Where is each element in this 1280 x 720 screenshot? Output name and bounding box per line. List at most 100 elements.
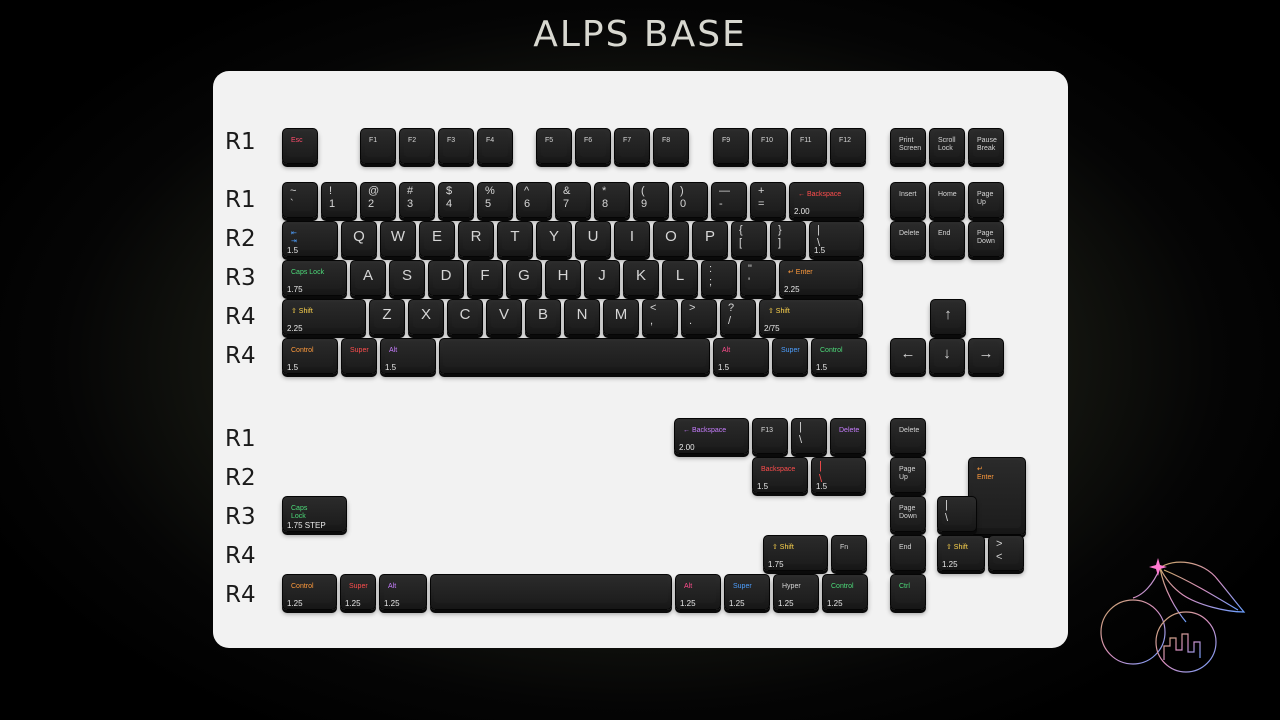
keycap-legend: Super [350, 347, 369, 354]
row-label: R1 [225, 187, 256, 213]
keycap: V [486, 299, 522, 335]
keycap-legend: # 3 [407, 185, 414, 210]
keycap: ← [890, 338, 926, 374]
keycap: ↓ [929, 338, 965, 374]
keycap-legend: ~ ` [290, 185, 297, 210]
keycap-legend: F3 [447, 137, 456, 144]
keycap: ^ 6 [516, 182, 552, 218]
keycap-legend: Print Screen [899, 137, 922, 152]
keycap-legend: Y [548, 227, 559, 245]
keycap-legend: Pause Break [977, 137, 997, 152]
keycap-legend: L [675, 266, 685, 284]
keycap-legend: Scroll Lock [938, 137, 956, 152]
keycap: > < [988, 535, 1024, 571]
keycap: @ 2 [360, 182, 396, 218]
keycap-legend: F1 [369, 137, 378, 144]
keycap-legend: Control [831, 583, 854, 590]
keycap-legend: Delete [899, 427, 920, 434]
keycap: > . [681, 299, 717, 335]
keycap: F10 [752, 128, 788, 164]
keycap: F5 [536, 128, 572, 164]
keycap-legend: A [362, 266, 373, 284]
keycap-legend: H [557, 266, 569, 284]
keycap-legend: R [470, 227, 482, 245]
keycap-legend: Alt [388, 583, 397, 590]
row-label: R4 [225, 343, 256, 369]
keycap: F3 [438, 128, 474, 164]
keycap-size-label: 1.75 [287, 285, 303, 294]
keycap-legend: F8 [662, 137, 671, 144]
keycap: ⇤ ⇥1.5 [282, 221, 338, 257]
keycap: Super [341, 338, 377, 374]
keycap: | \ [937, 496, 977, 532]
keycap: Pause Break [968, 128, 1004, 164]
keycap-legend: N [576, 305, 588, 323]
keycap: F13 [752, 418, 788, 454]
keycap-size-label: 2/75 [764, 324, 780, 333]
keycap-legend: Esc [291, 137, 303, 144]
row-label: R3 [225, 504, 256, 530]
keycap-legend: B [537, 305, 548, 323]
keycap-legend: Backspace [761, 466, 796, 473]
keycap-legend: E [431, 227, 442, 245]
keycap-legend: ↵ Enter [788, 269, 813, 276]
keycap: B [525, 299, 561, 335]
keycap: A [350, 260, 386, 296]
keycap-legend: " ' [748, 263, 752, 288]
keycap: $ 4 [438, 182, 474, 218]
keycap: J [584, 260, 620, 296]
keycap: D [428, 260, 464, 296]
keycap-legend: $ 4 [446, 185, 453, 210]
keycap-legend: ⇧ Shift [768, 308, 790, 315]
keycap-legend: Page Up [977, 191, 994, 206]
keycap: Delete [890, 221, 926, 257]
keycap: F9 [713, 128, 749, 164]
keycap-legend: Ctrl [899, 583, 910, 590]
keycap-size-label: 2.00 [794, 207, 810, 216]
keycap-legend: > . [689, 302, 696, 327]
keycap-legend: & 7 [563, 185, 571, 210]
keycap-legend: G [518, 266, 530, 284]
keycap-legend: ⇤ ⇥ [291, 230, 297, 245]
keycap-legend: F9 [722, 137, 731, 144]
row-label: R1 [225, 129, 256, 155]
keycap: End [929, 221, 965, 257]
keycap: W [380, 221, 416, 257]
keycap: F2 [399, 128, 435, 164]
keycap: ( 9 [633, 182, 669, 218]
row-label: R3 [225, 265, 256, 291]
keycap-legend: Alt [722, 347, 731, 354]
keycap: Super [772, 338, 808, 374]
row-label: R2 [225, 465, 256, 491]
keycap: F [467, 260, 503, 296]
keycap-legend: D [440, 266, 452, 284]
keycap-legend: Delete [839, 427, 860, 434]
keycap-legend: F13 [761, 427, 774, 434]
keycap: Home [929, 182, 965, 218]
keycap-legend: End [899, 544, 912, 551]
keycap: P [692, 221, 728, 257]
keycap-legend: Q [353, 227, 365, 245]
keycap-legend: F [480, 266, 490, 284]
keycap-legend: ← Backspace [798, 191, 842, 198]
keycap: ↑ [930, 299, 966, 335]
keycap-legend: F4 [486, 137, 495, 144]
keycap-legend: I [629, 227, 635, 245]
row-label: R1 [225, 426, 256, 452]
keycap-legend: < , [650, 302, 657, 327]
keycap-legend: ← Backspace [683, 427, 727, 434]
page-title: ALPS BASE [533, 14, 747, 55]
keycap: G [506, 260, 542, 296]
keycap: U [575, 221, 611, 257]
